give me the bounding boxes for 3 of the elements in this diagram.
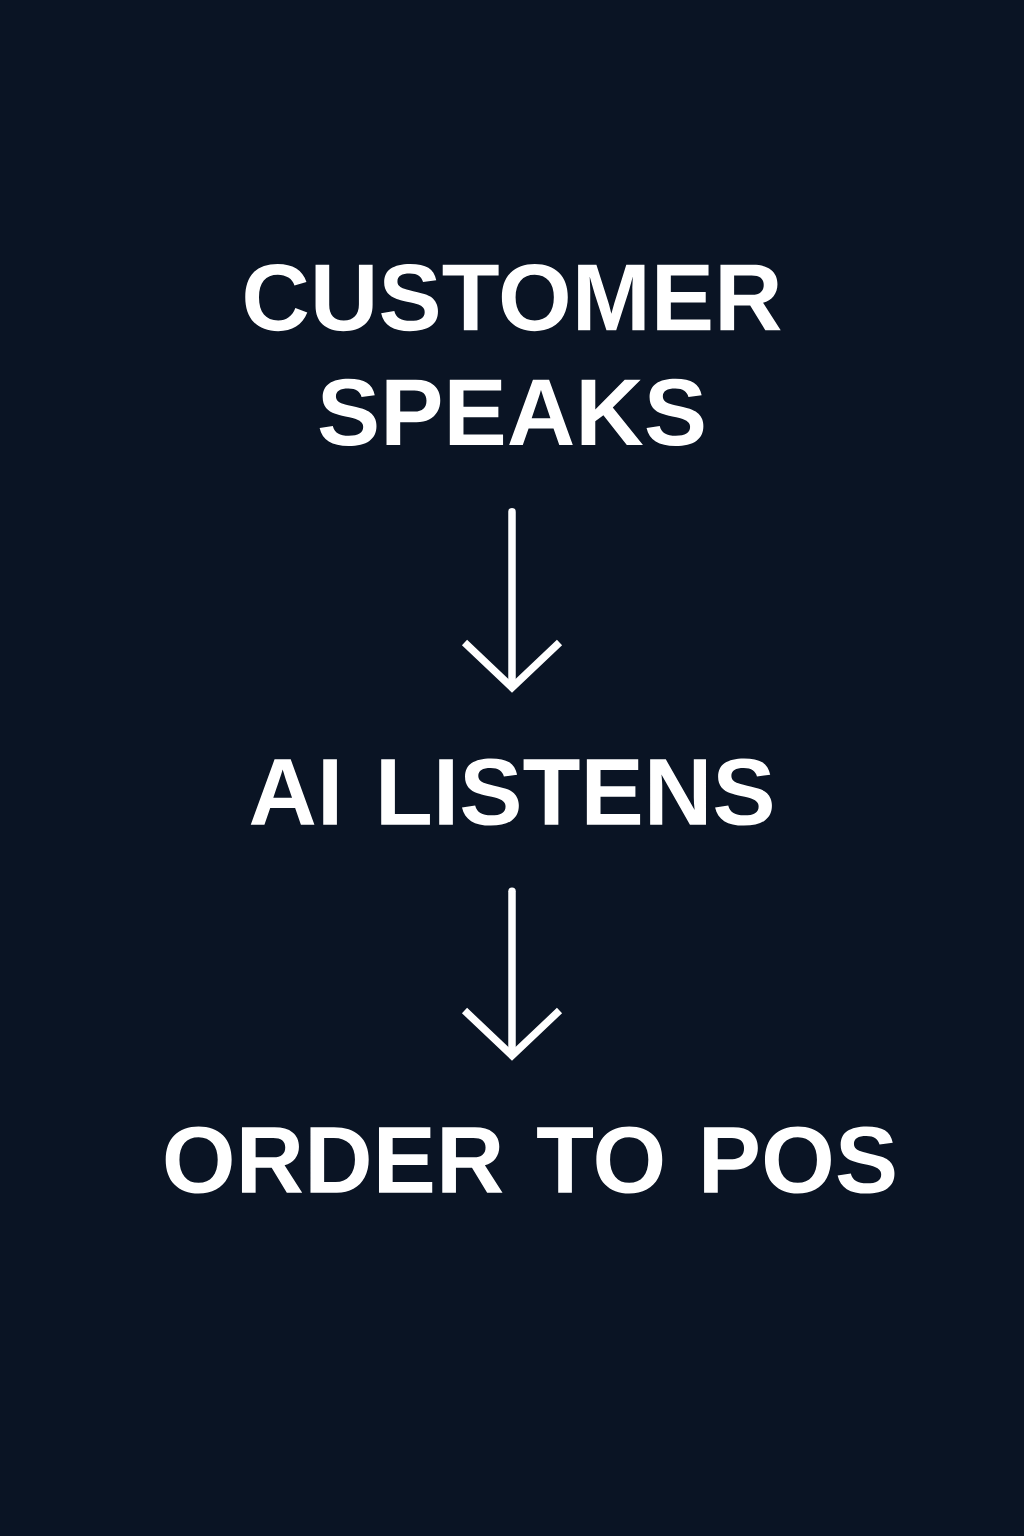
step-text: AI LISTENS: [250, 758, 772, 826]
step-text: CUSTOMER SPEAKS: [245, 263, 781, 447]
step-text: ORDER TO POS: [165, 1126, 895, 1194]
